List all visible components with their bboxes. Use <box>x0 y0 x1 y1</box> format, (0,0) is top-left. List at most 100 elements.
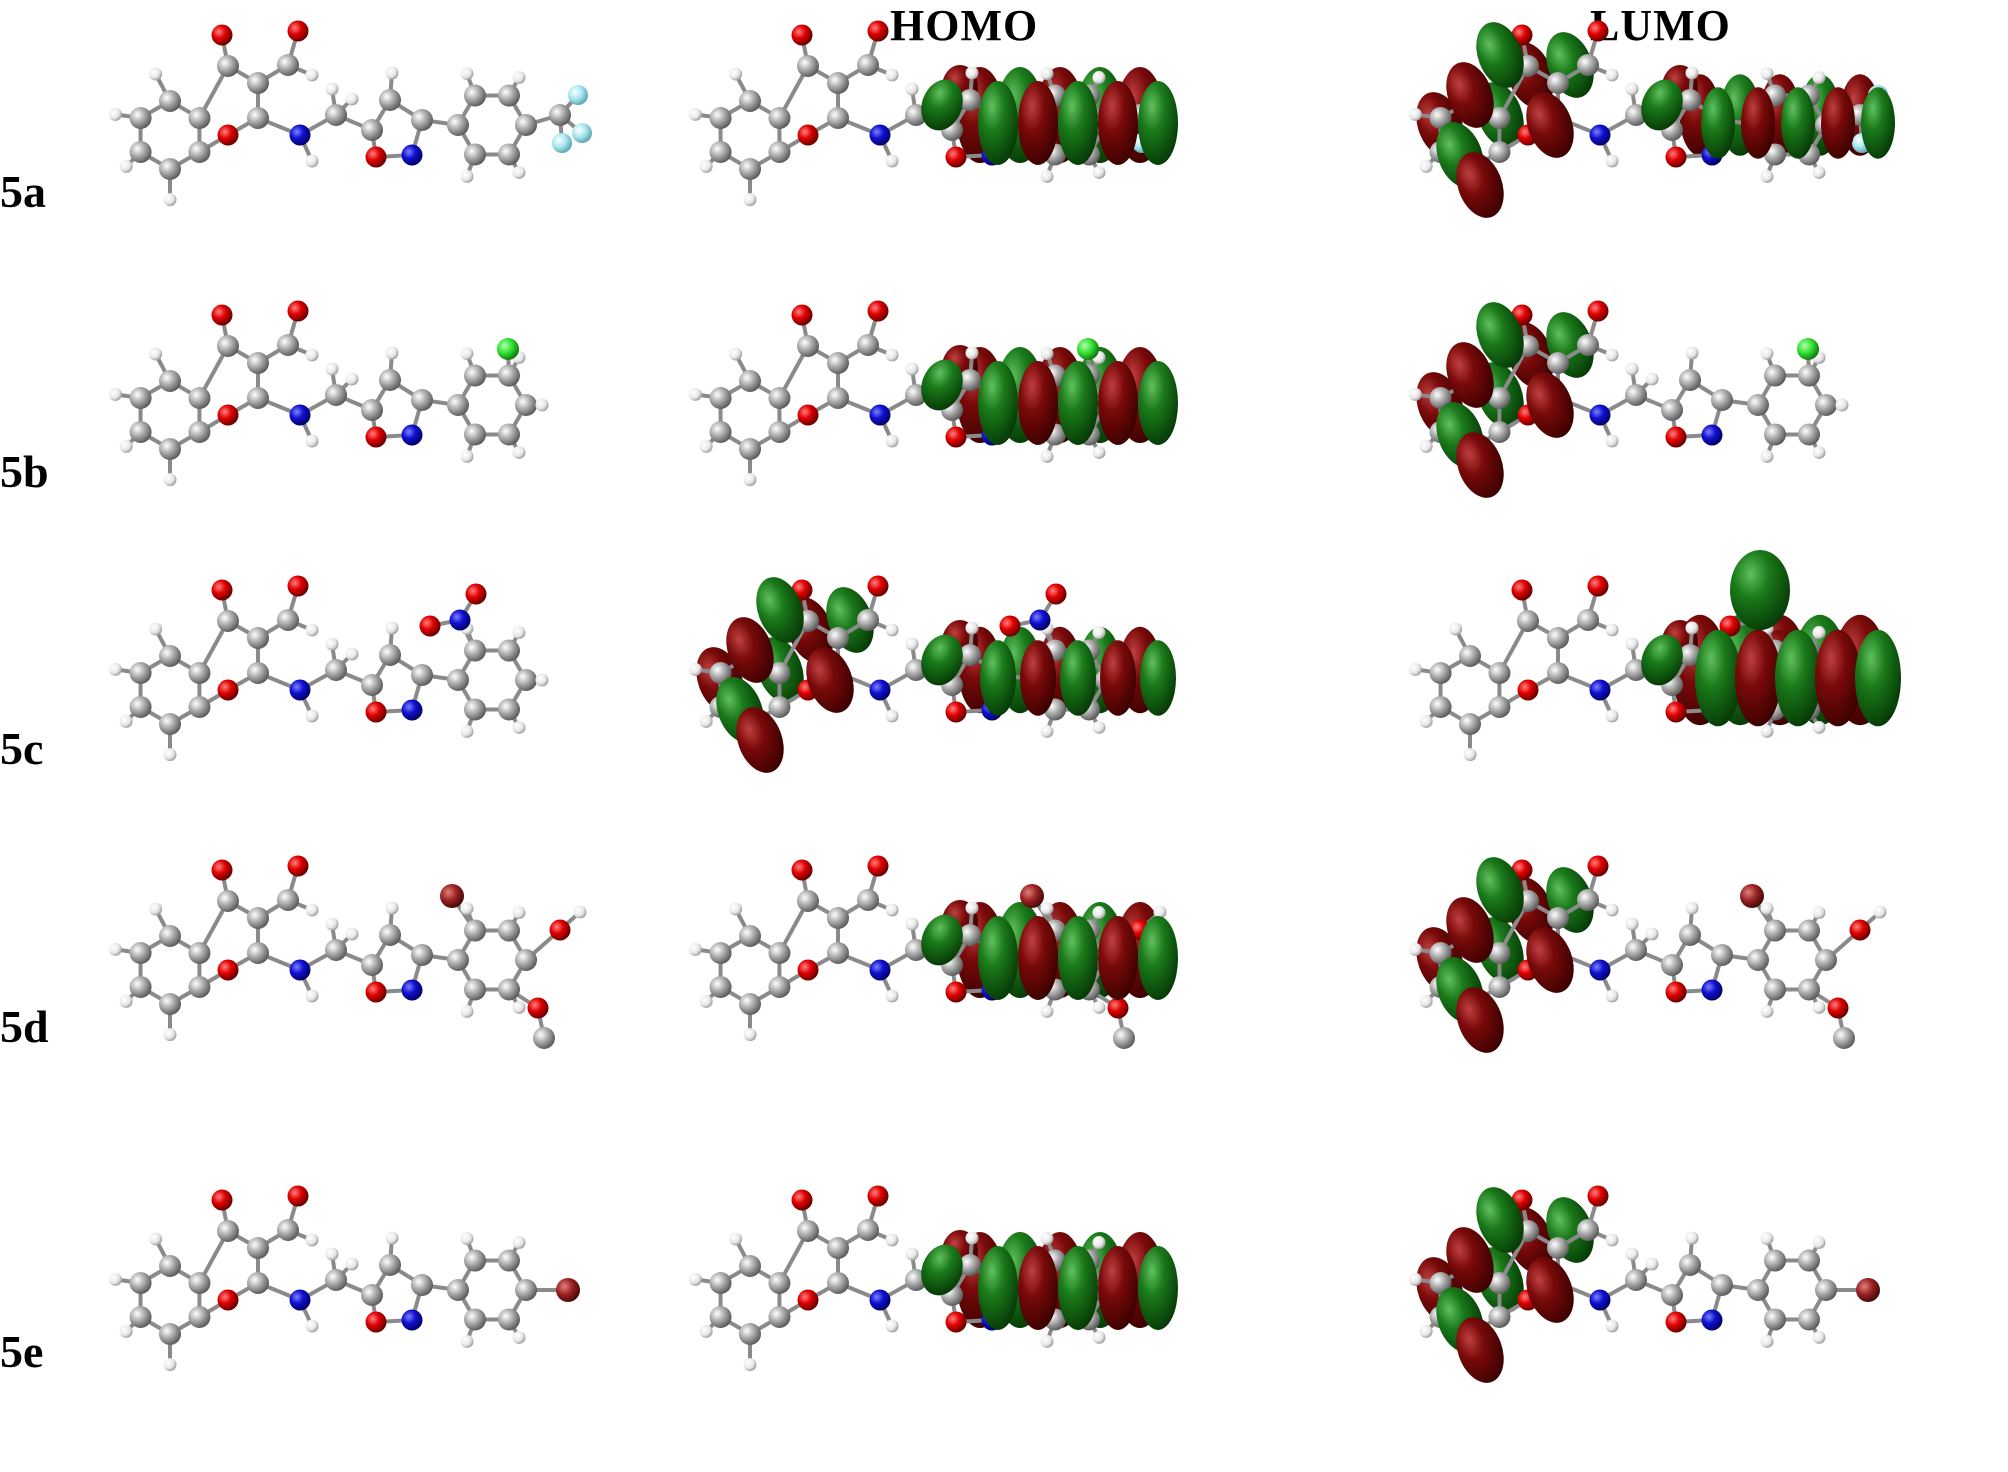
oxygen-atom <box>867 20 889 42</box>
carbon-atom <box>827 627 849 649</box>
orbital-lobe-negative <box>1058 81 1098 165</box>
hydrogen-atom <box>460 169 474 183</box>
hydrogen-atom <box>905 917 919 931</box>
carbon-atom <box>247 907 269 929</box>
hydrogen-atom <box>1645 927 1659 941</box>
hydrogen-atom <box>1605 434 1619 448</box>
carbon-atom <box>768 141 791 163</box>
oxygen-atom <box>1587 20 1609 42</box>
carbon-atom <box>1711 1274 1733 1296</box>
hydrogen-atom <box>1812 720 1826 734</box>
orbital-lobe-positive <box>1098 361 1138 445</box>
carbon-atom <box>411 944 433 966</box>
hydrogen-atom <box>1645 372 1659 386</box>
carbon-atom <box>1798 919 1820 942</box>
orbital-lobe-positive <box>1446 342 1494 408</box>
carbon-atom <box>129 107 152 129</box>
carbon-atom <box>1798 423 1820 446</box>
carbon-atom <box>129 976 152 998</box>
orbital-lobe-negative <box>1138 1246 1178 1330</box>
carbon-atom <box>857 889 879 911</box>
hydrogen-atom <box>385 621 399 635</box>
hydrogen-atom <box>460 67 474 81</box>
hydrogen-atom <box>149 347 163 361</box>
carbon-atom <box>768 421 791 443</box>
nitrogen-atom <box>289 124 311 146</box>
carbon-atom <box>464 919 486 942</box>
carbon-atom <box>739 158 761 180</box>
hydrogen-atom <box>905 637 919 651</box>
carbon-atom <box>361 119 383 141</box>
bromine-atom <box>1856 1278 1880 1302</box>
carbon-atom <box>447 669 469 691</box>
nitrogen-atom <box>869 404 891 426</box>
hydrogen-atom <box>905 362 919 376</box>
hydrogen-atom <box>108 107 122 121</box>
carbon-atom <box>739 90 761 112</box>
hydrogen-atom <box>512 906 526 920</box>
homo-column-header: HOMO <box>890 1 1039 50</box>
oxygen-atom <box>797 124 819 146</box>
oxygen-atom <box>211 1189 233 1211</box>
carbon-atom <box>768 387 791 409</box>
carbon-atom <box>1764 423 1786 446</box>
hydrogen-atom <box>385 1231 399 1245</box>
hydrogen-atom <box>512 1000 526 1014</box>
hydrogen-atom <box>1625 917 1639 931</box>
carbon-atom <box>277 1219 299 1241</box>
carbon-atom <box>1488 1272 1511 1294</box>
carbon-atom <box>1429 696 1452 718</box>
chlorine-atom <box>1077 338 1099 360</box>
carbon-atom <box>1429 387 1452 409</box>
hydrogen-atom <box>688 107 702 121</box>
carbon-atom <box>325 104 347 126</box>
hydrogen-atom <box>163 193 177 207</box>
hydrogen-atom <box>512 1330 526 1344</box>
row-label-5e: 5e <box>0 1326 44 1377</box>
oxygen-atom <box>365 146 387 168</box>
carbon-atom <box>1661 1284 1683 1306</box>
carbon-atom <box>1547 72 1569 94</box>
hydrogen-atom <box>305 154 319 168</box>
oxygen-atom <box>419 615 441 637</box>
carbon-atom <box>515 669 537 691</box>
hydrogen-atom <box>1605 989 1619 1003</box>
hydrogen-atom <box>1760 902 1774 916</box>
carbon-atom <box>739 1255 761 1277</box>
carbon-atom <box>411 109 433 131</box>
hydrogen-atom <box>512 165 526 179</box>
orbital-lobe-negative <box>978 916 1018 1000</box>
hydrogen-atom <box>149 622 163 636</box>
carbon-atom <box>277 889 299 911</box>
orbital-lobe-negative <box>1861 87 1895 159</box>
hydrogen-atom <box>1812 165 1826 179</box>
hydrogen-atom <box>1812 1000 1826 1014</box>
carbon-atom <box>464 639 486 662</box>
hydrogen-atom <box>345 92 359 106</box>
carbon-atom <box>159 438 181 460</box>
hydrogen-atom <box>1760 169 1774 183</box>
hydrogen-atom <box>885 348 899 362</box>
oxygen-atom <box>1827 997 1849 1019</box>
carbon-atom <box>1625 939 1647 961</box>
nitrogen-atom <box>869 124 891 146</box>
orbital-lobe-positive <box>1456 152 1504 218</box>
carbon-atom <box>129 942 152 964</box>
hydrogen-atom <box>460 1004 474 1018</box>
carbon-atom <box>217 890 239 912</box>
hydrogen-atom <box>885 1319 899 1333</box>
carbon-atom <box>247 387 269 409</box>
carbon-atom <box>709 942 732 964</box>
carbon-atom <box>709 141 732 163</box>
orbital-lobe-negative <box>1476 22 1524 88</box>
hydrogen-atom <box>688 942 702 956</box>
hydrogen-atom <box>325 82 339 96</box>
orbital-lobe-negative <box>1058 361 1098 445</box>
hydrogen-atom <box>1685 1231 1699 1245</box>
lumo-column-header: LUMO <box>1590 1 1731 50</box>
oxygen-atom <box>287 1185 309 1207</box>
carbon-atom <box>361 1284 383 1306</box>
hydrogen-atom <box>573 905 587 919</box>
orbital-lobe-positive <box>736 707 784 773</box>
